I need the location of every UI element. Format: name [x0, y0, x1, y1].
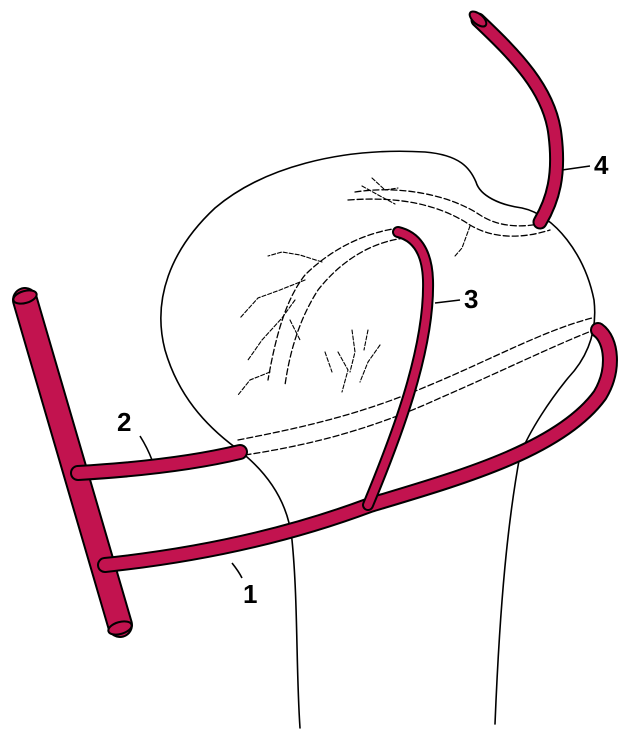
- label-2: 2: [117, 407, 131, 437]
- leader-lines: [139, 165, 591, 579]
- epiphyseal-line-lower: [244, 329, 595, 456]
- intraosseous-branch-left-2: [284, 237, 406, 386]
- dashed-internal-lines: [237, 189, 595, 456]
- artery-1: [97, 322, 618, 573]
- artery-4: [468, 10, 565, 230]
- label-1: 1: [243, 579, 257, 609]
- bone-outline: [160, 150, 596, 729]
- bone-shaft-left-edge: [235, 447, 301, 729]
- arcuate-vessel-lower: [347, 198, 551, 237]
- arcuate-vessel-upper: [354, 189, 549, 227]
- artery-2: [70, 444, 248, 481]
- leader-line-2: [139, 435, 153, 461]
- number-labels: 1 2 3 4: [117, 150, 609, 609]
- intraosseous-branch-left: [267, 227, 401, 381]
- leader-line-1: [231, 562, 243, 579]
- artery-3: [362, 226, 435, 511]
- epiphyseal-line-upper: [237, 317, 593, 441]
- arteries: [12, 10, 618, 638]
- leader-line-3: [434, 299, 461, 304]
- leader-line-4: [561, 165, 591, 171]
- label-4: 4: [594, 150, 609, 180]
- bone-shaft-right-edge: [494, 454, 521, 725]
- vessel-twigs: [237, 177, 471, 396]
- bone-head-outline: [160, 150, 596, 456]
- label-3: 3: [464, 284, 478, 314]
